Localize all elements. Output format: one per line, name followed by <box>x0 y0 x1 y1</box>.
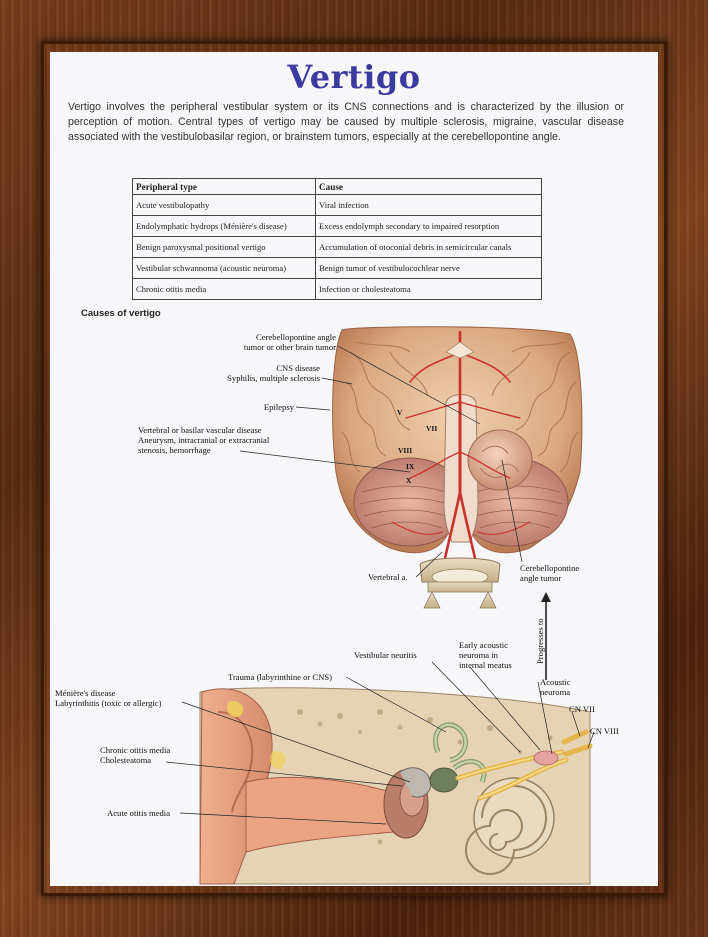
label-line: Vertebral or basilar vascular disease <box>138 425 262 435</box>
label-progresses-to: Progresses to <box>535 618 545 664</box>
cochlea <box>465 777 555 875</box>
intro-paragraph: Vertigo involves the peripheral vestibul… <box>68 101 624 144</box>
label-cns-disease: CNS disease Syphilis, multiple sclerosis <box>170 363 320 383</box>
causes-subheading: Causes of vertigo <box>81 308 161 319</box>
table-row: Endolymphatic hydrops (Ménière's disease… <box>132 215 542 237</box>
label-line: CNS disease <box>276 363 320 373</box>
label-cn-viii: CN VIII <box>590 726 619 736</box>
label-acute-otitis-media: Acute otitis media <box>107 808 171 818</box>
nerve-label-viii: VIII <box>398 446 413 455</box>
label-cpa-tumor-right: Cerebellopontine angle tumor <box>520 563 579 583</box>
poster: Vertigo Vertigo involves the peripheral … <box>50 52 658 886</box>
label-cn-vii: CN VII <box>569 704 595 714</box>
label-line: Ménière's disease <box>55 688 116 698</box>
label-early-acoustic-neuroma: Early acoustic neuroma in internal meatu… <box>459 640 512 670</box>
label-line: Cholesteatoma <box>100 755 152 765</box>
label-trauma: Trauma (labyrinthine or CNS) <box>228 672 332 682</box>
table-cell-cause: Infection or cholesteatoma <box>315 278 542 300</box>
label-line: Chronic otitis media <box>100 745 171 755</box>
anatomy-illustration <box>165 326 595 885</box>
progression-arrow <box>541 592 551 680</box>
label-line: internal meatus <box>459 660 512 670</box>
nerve-label-ix: IX <box>406 462 415 471</box>
label-line: Cerebellopontine angle <box>256 332 336 342</box>
label-vertebral-artery: Vertebral a. <box>368 572 408 582</box>
label-line: stenosis, hemorrhage <box>138 445 211 455</box>
label-vascular-disease: Vertebral or basilar vascular disease An… <box>138 425 269 455</box>
label-line: angle tumor <box>520 573 562 583</box>
leader-lines <box>165 345 595 825</box>
label-line: Acoustic <box>540 677 571 687</box>
label-line: tumor or other brain tumor <box>243 342 336 352</box>
poster-title: Vertigo <box>287 58 421 96</box>
label-chronic-otitis-media: Chronic otitis media Cholesteatoma <box>100 745 170 765</box>
label-line: neuroma <box>540 687 571 697</box>
label-line: Early acoustic <box>459 640 508 650</box>
label-line: Aneurysm, intracranial or extracranial <box>138 435 270 445</box>
label-menieres-labyrinthitis: Ménière's disease Labyrinthitis (toxic o… <box>55 688 162 708</box>
table-row: Vestibular schwannoma (acoustic neuroma)… <box>132 257 542 279</box>
peripheral-vertigo-table: Peripheral type Cause Acute vestibulopat… <box>132 178 542 300</box>
ear-cross-section <box>199 687 593 885</box>
nerve-label-v: V <box>397 408 403 417</box>
label-vestibular-neuritis: Vestibular neuritis <box>354 650 417 660</box>
label-line: Cerebellopontine <box>520 563 580 573</box>
table-header-row: Peripheral type Cause <box>132 178 542 195</box>
label-line: neuroma in <box>459 650 498 660</box>
nerve-label-vii: VII <box>426 424 438 433</box>
label-epilepsy: Epilepsy <box>263 402 294 412</box>
label-cpa-tumor: Cerebellopontine angle tumor or other br… <box>200 332 336 352</box>
label-line: Syphilis, multiple sclerosis <box>227 373 320 383</box>
label-line: Labyrinthitis (toxic or allergic) <box>55 698 162 708</box>
cervical-vertebra <box>419 557 501 609</box>
nerve-label-x: X <box>406 476 412 485</box>
label-acoustic-neuroma: Acoustic neuroma <box>540 677 571 697</box>
brain-inferior-view <box>332 326 583 609</box>
